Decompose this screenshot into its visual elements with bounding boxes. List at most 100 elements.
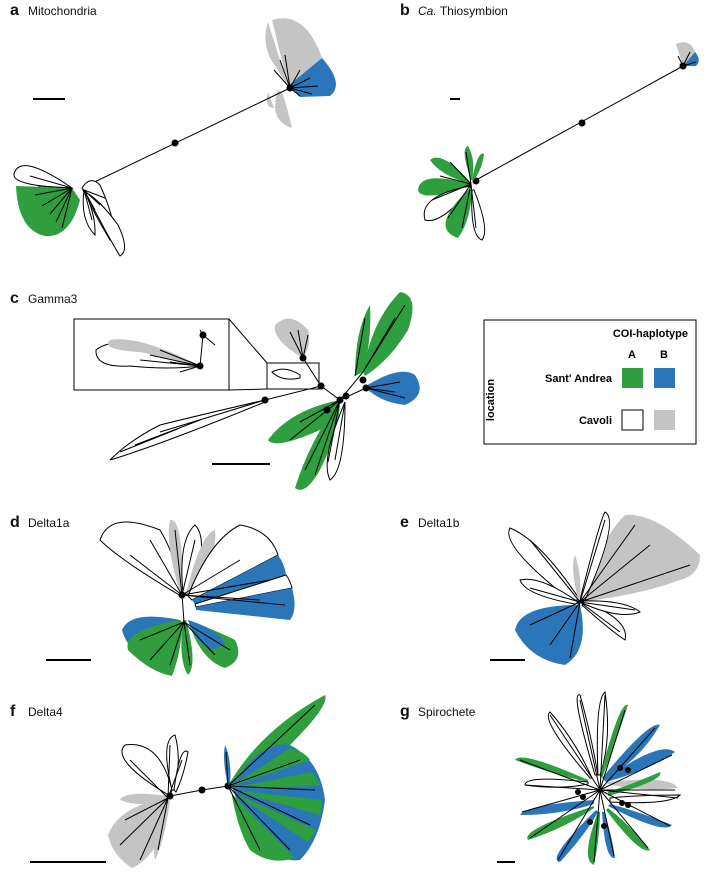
clade-green	[232, 748, 310, 786]
clade-grey	[266, 92, 274, 108]
node	[317, 382, 325, 390]
legend-col-b: B	[660, 349, 668, 361]
clade-green	[355, 305, 371, 376]
branches	[273, 54, 319, 97]
clade-blue	[188, 620, 225, 650]
panel-g-letter: g	[400, 703, 410, 720]
clade-white	[83, 190, 125, 257]
node	[625, 802, 631, 808]
clade-green	[232, 790, 322, 815]
node	[323, 406, 331, 414]
long-branch	[81, 87, 291, 189]
legend	[483, 319, 697, 445]
clade-white	[471, 189, 486, 241]
node	[198, 786, 206, 794]
clade-green	[363, 292, 413, 376]
branches	[119, 399, 266, 453]
node	[362, 384, 370, 392]
clade-green	[232, 794, 295, 861]
branches	[289, 399, 346, 476]
legend-col-a: A	[628, 349, 636, 361]
node	[619, 800, 625, 806]
tree-delta1b	[490, 511, 700, 665]
branches	[119, 744, 183, 861]
branches	[139, 349, 201, 373]
branches	[83, 189, 106, 221]
panel-f-title: Delta4	[28, 705, 63, 719]
node	[199, 331, 207, 339]
node	[580, 794, 586, 800]
clade-white	[121, 744, 173, 797]
panel-c-letter: c	[10, 290, 19, 307]
branches	[225, 704, 316, 851]
clade-grey	[108, 798, 168, 868]
legend-swatch-cavoli-a	[621, 409, 644, 431]
node	[679, 62, 687, 70]
backbone	[181, 594, 185, 623]
branches	[289, 329, 309, 359]
tree-gamma3	[73, 292, 420, 490]
backbone	[264, 385, 367, 401]
clade-white	[109, 399, 266, 461]
panel-g-title: Spirochete	[418, 705, 476, 719]
clade-blue	[366, 371, 420, 405]
panel-d-letter: d	[10, 514, 20, 531]
clade-grey	[676, 42, 695, 66]
clade-grey	[168, 519, 182, 596]
clade-green	[445, 188, 472, 238]
legend-swatch-santandrea-a	[622, 368, 643, 388]
legend-axis-label: location	[485, 379, 497, 421]
clade-green	[464, 146, 474, 180]
clade-white	[271, 368, 301, 380]
clade-blue	[196, 588, 295, 620]
clade-grey	[265, 22, 288, 86]
clade-grey	[274, 318, 310, 358]
panel-b-title-italic: Ca.	[418, 4, 437, 18]
panel-d-title: Delta1a	[28, 516, 70, 530]
branches	[519, 694, 679, 863]
panel-a-title: Mitochondria	[28, 4, 97, 18]
node	[601, 823, 607, 829]
node	[342, 392, 350, 400]
panel-b-letter: b	[400, 2, 410, 19]
branches	[529, 519, 691, 659]
node	[261, 396, 269, 404]
clade-blue	[515, 605, 583, 665]
inset-connector	[228, 318, 268, 364]
node	[575, 789, 581, 795]
clade-white	[13, 165, 74, 189]
node	[587, 819, 593, 825]
node	[578, 119, 586, 127]
legend-swatch-cavoli-b	[654, 410, 675, 430]
radial-clades	[515, 691, 682, 865]
panel-f-letter: f	[10, 703, 16, 720]
backbone	[302, 357, 322, 387]
clade-green	[16, 186, 80, 237]
panel-a-letter: a	[10, 2, 19, 19]
clade-white	[508, 527, 581, 601]
panel-e-title: Delta1b	[418, 516, 460, 530]
panel-b-title: Ca. Thiosymbion	[418, 4, 508, 18]
inset-connector	[228, 388, 268, 391]
clade-grey	[272, 18, 322, 86]
branches	[29, 175, 73, 229]
clade-green	[472, 153, 484, 181]
clade-white	[82, 188, 96, 237]
node	[286, 84, 294, 92]
node	[171, 139, 179, 147]
clade-grey	[275, 90, 292, 128]
tree-mitochondria	[13, 18, 336, 257]
node	[625, 767, 631, 773]
clade-grey	[573, 555, 581, 600]
legend-header: COI-haplotype	[613, 328, 688, 340]
node	[299, 354, 307, 362]
panel-b-title-rest: Thiosymbion	[439, 4, 508, 18]
node	[196, 362, 204, 370]
tree-spirochete	[497, 691, 682, 865]
legend-row-cavoli: Cavoli	[579, 415, 612, 427]
clade-green	[232, 792, 316, 842]
clade-grey	[580, 514, 700, 602]
clade-green	[268, 400, 340, 444]
panel-c-title: Gamma3	[28, 292, 78, 306]
